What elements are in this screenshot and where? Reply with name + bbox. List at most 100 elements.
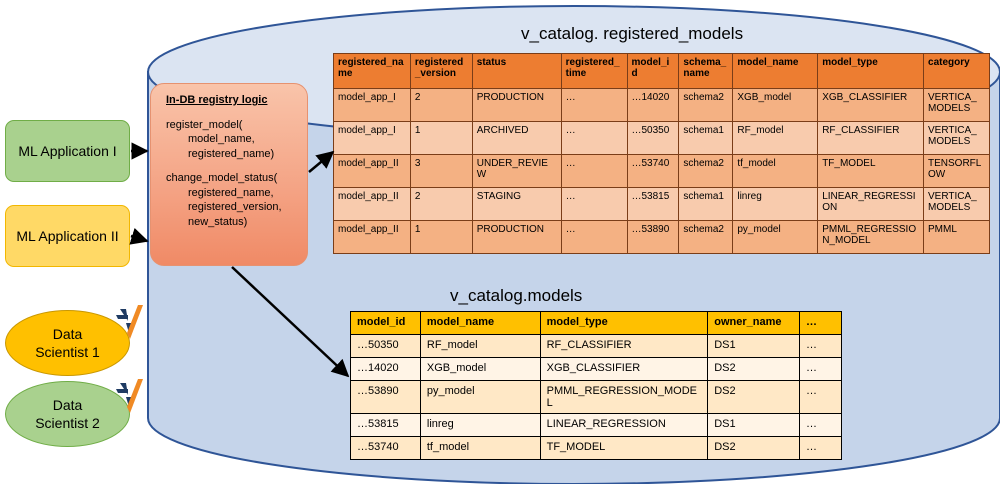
- table-cell: …: [799, 334, 842, 358]
- table-cell: RF_CLASSIFIER: [817, 121, 925, 155]
- registry-logic-box: In-DB registry logic register_model( mod…: [150, 83, 308, 266]
- table-cell: tf_model: [732, 154, 819, 188]
- header-cell: status: [471, 53, 562, 89]
- table-cell: LINEAR_REGRESSION: [817, 187, 925, 221]
- table-cell: model_app_I: [333, 121, 411, 155]
- table-cell: PMML_REGRESSION_MODEL: [539, 380, 709, 414]
- header-cell: model_name: [732, 53, 819, 89]
- table-row: …53890 py_model PMML_REGRESSION_MODEL DS…: [350, 380, 842, 414]
- table-cell: …53740: [626, 154, 680, 188]
- change-model-status-arg: registered_name,: [188, 186, 274, 199]
- header-cell: model_type: [539, 311, 709, 335]
- table-row: …53740 tf_model TF_MODEL DS2 …: [350, 436, 842, 460]
- table-row: …14020 XGB_model XGB_CLASSIFIER DS2 …: [350, 357, 842, 381]
- data-scientist-2-label: Data Scientist 2: [35, 397, 100, 431]
- table-header-row: model_id model_name model_type owner_nam…: [350, 311, 842, 335]
- table-cell: model_app_II: [333, 154, 411, 188]
- header-cell: schema_name: [678, 53, 734, 89]
- table-cell: …53815: [350, 413, 421, 437]
- table-cell: model_app_II: [333, 220, 411, 254]
- table-cell: VERTICA_MODELS: [923, 187, 990, 221]
- table-cell: tf_model: [419, 436, 541, 460]
- table-cell: TF_MODEL: [539, 436, 709, 460]
- table-header-row: registered_name registered_version statu…: [333, 53, 990, 89]
- table-cell: …: [560, 187, 628, 221]
- vertica-logo-icon: [116, 305, 143, 339]
- table-cell: …53890: [626, 220, 680, 254]
- data-scientist-1: Data Scientist 1: [5, 310, 130, 376]
- header-cell: category: [923, 53, 990, 89]
- table-cell: PMML_REGRESSION_MODEL: [817, 220, 925, 254]
- table-cell: linreg: [419, 413, 541, 437]
- table-cell: RF_model: [732, 121, 819, 155]
- registry-table-title: v_catalog. registered_models: [521, 24, 744, 43]
- table-cell: DS1: [707, 334, 801, 358]
- change-model-status-arg: new_status): [188, 215, 248, 228]
- table-cell: …: [799, 436, 842, 460]
- table-cell: RF_model: [419, 334, 541, 358]
- table-cell: DS2: [707, 380, 801, 414]
- registered-models-table: registered_name registered_version statu…: [333, 53, 990, 254]
- table-cell: …50350: [626, 121, 680, 155]
- table-cell: …53815: [626, 187, 680, 221]
- table-row: model_app_II 1 PRODUCTION … …53890 schem…: [333, 220, 990, 254]
- table-cell: DS1: [707, 413, 801, 437]
- table-cell: …: [560, 121, 628, 155]
- models-table-title: v_catalog.models: [450, 286, 583, 305]
- register-model-function: register_model(: [166, 118, 243, 131]
- table-cell: …53890: [350, 380, 421, 414]
- register-model-arg: model_name,: [188, 133, 255, 145]
- ml-application-2: ML Application II: [5, 205, 130, 267]
- registry-logic-heading: In-DB registry logic: [166, 94, 268, 106]
- data-scientist-1-label: Data Scientist 1: [35, 326, 100, 360]
- table-cell: DS2: [707, 436, 801, 460]
- table-cell: XGB_CLASSIFIER: [539, 357, 709, 381]
- table-cell: 2: [409, 88, 473, 122]
- table-cell: 3: [409, 154, 473, 188]
- table-row: …50350 RF_model RF_CLASSIFIER DS1 …: [350, 334, 842, 358]
- vertica-logo-icon: [116, 379, 143, 413]
- table-cell: XGB_model: [732, 88, 819, 122]
- table-cell: XGB_CLASSIFIER: [817, 88, 925, 122]
- table-cell: TF_MODEL: [817, 154, 925, 188]
- table-row: model_app_I 2 PRODUCTION … …14020 schema…: [333, 88, 990, 122]
- table-row: model_app_II 2 STAGING … …53815 schema1 …: [333, 187, 990, 221]
- table-cell: VERTICA_MODELS: [923, 121, 990, 155]
- table-cell: schema1: [678, 121, 734, 155]
- header-cell: owner_name: [707, 311, 801, 335]
- table-cell: …: [560, 220, 628, 254]
- table-cell: VERTICA_MODELS: [923, 88, 990, 122]
- header-cell: model_id: [350, 311, 421, 335]
- header-cell: model_id: [626, 53, 680, 89]
- table-cell: model_app_I: [333, 88, 411, 122]
- table-cell: schema1: [678, 187, 734, 221]
- table-cell: …50350: [350, 334, 421, 358]
- header-cell: registered_version: [409, 53, 473, 89]
- table-cell: schema2: [678, 154, 734, 188]
- table-cell: …: [799, 380, 842, 414]
- change-model-status-function: change_model_status(: [166, 172, 278, 184]
- register-model-arg: registered_name): [188, 147, 275, 160]
- data-scientist-2: Data Scientist 2: [5, 381, 130, 447]
- table-cell: …: [799, 357, 842, 381]
- table-cell: linreg: [732, 187, 819, 221]
- table-cell: TENSORFLOW: [923, 154, 990, 188]
- table-cell: …: [560, 88, 628, 122]
- table-cell: XGB_model: [419, 357, 541, 381]
- models-table: model_id model_name model_type owner_nam…: [350, 311, 842, 460]
- table-row: model_app_I 1 ARCHIVED … …50350 schema1 …: [333, 121, 990, 155]
- change-model-status-arg: registered_version,: [188, 201, 282, 213]
- table-cell: PRODUCTION: [471, 220, 562, 254]
- header-cell: registered_name: [333, 53, 411, 89]
- table-cell: RF_CLASSIFIER: [539, 334, 709, 358]
- table-cell: schema2: [678, 88, 734, 122]
- table-cell: …14020: [350, 357, 421, 381]
- table-cell: …53740: [350, 436, 421, 460]
- header-cell: …: [799, 311, 842, 335]
- header-cell: registered_time: [560, 53, 628, 89]
- table-cell: …: [560, 154, 628, 188]
- table-cell: 2: [409, 187, 473, 221]
- table-row: …53815 linreg LINEAR_REGRESSION DS1 …: [350, 413, 842, 437]
- table-cell: …: [799, 413, 842, 437]
- table-cell: LINEAR_REGRESSION: [539, 413, 709, 437]
